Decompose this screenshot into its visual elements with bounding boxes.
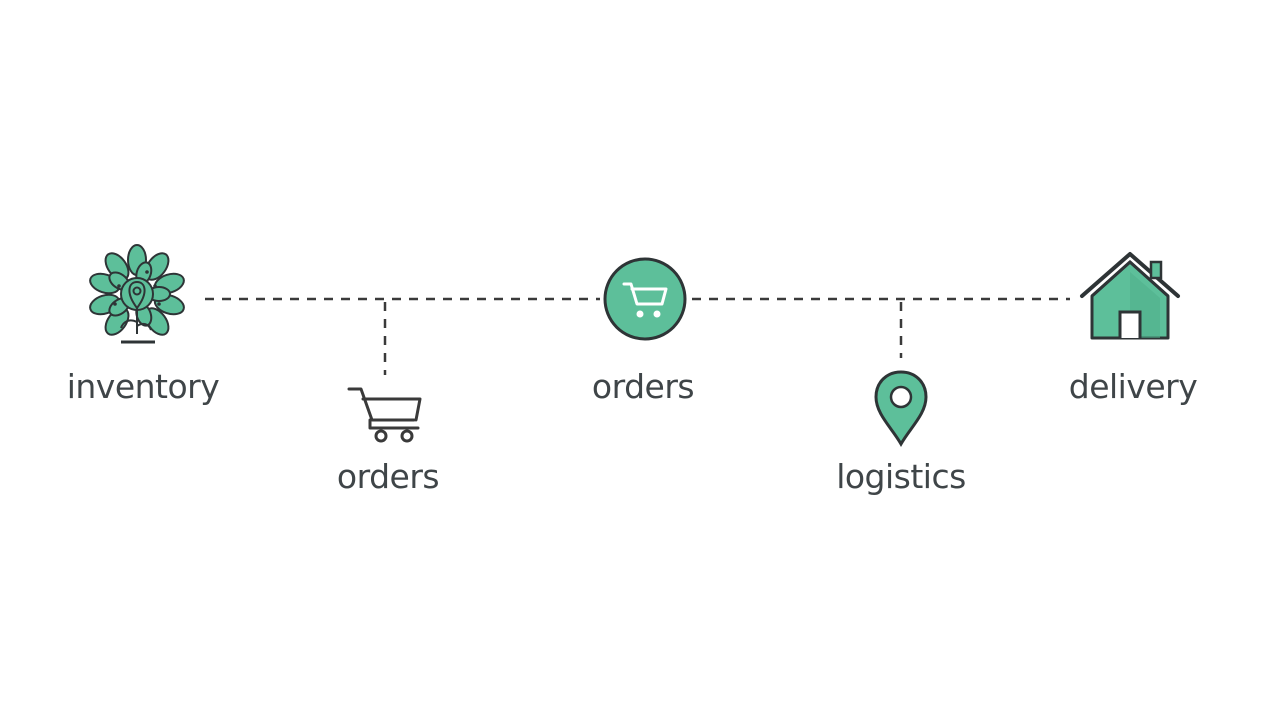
tree-icon xyxy=(89,244,185,344)
cart-outline-icon xyxy=(347,387,422,443)
house-icon xyxy=(1080,252,1180,340)
node-label-logistics: logistics xyxy=(836,457,966,496)
node-label-delivery: delivery xyxy=(1068,367,1198,406)
node-label-orders-main: orders xyxy=(591,367,695,406)
cart-circle-icon xyxy=(603,257,687,341)
node-label-orders-sub: orders xyxy=(336,457,440,496)
node-label-inventory: inventory xyxy=(66,367,220,406)
map-pin-icon xyxy=(874,370,928,448)
